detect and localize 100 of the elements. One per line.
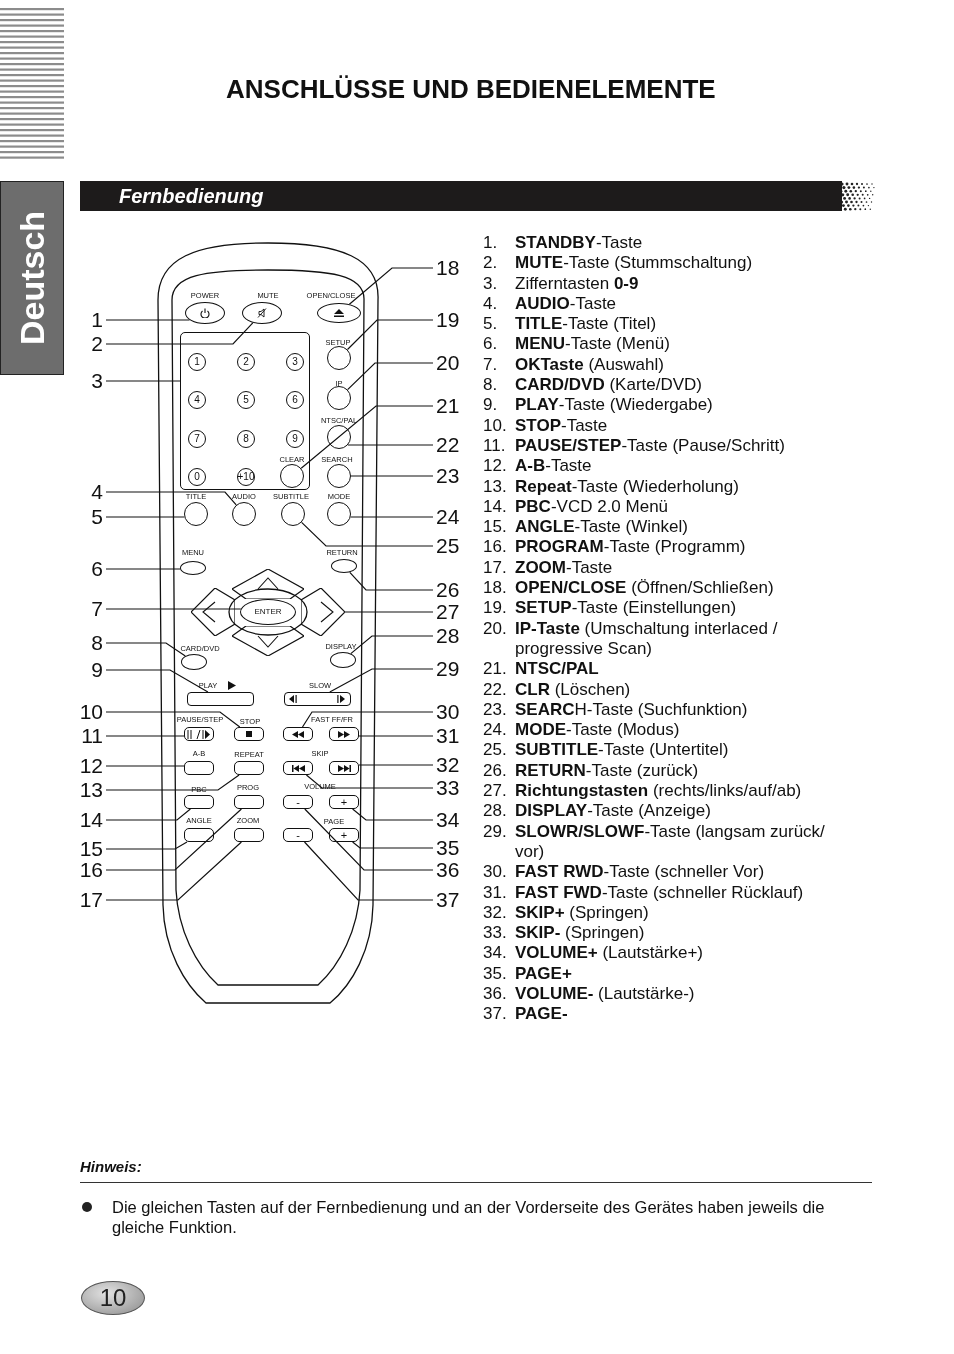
- list-item: CARD/DVD (Karte/DVD): [515, 375, 704, 396]
- callout-number: 26: [436, 579, 460, 601]
- leader-line: [305, 774, 434, 789]
- leader-line: [352, 841, 434, 849]
- remote-button: -: [283, 828, 313, 842]
- remote-button: +: [329, 828, 359, 842]
- list-number: 26.: [483, 760, 508, 781]
- remote-button: [283, 692, 351, 706]
- list-number: 24.: [483, 720, 508, 741]
- callout-number: 27: [436, 601, 460, 623]
- list-item: VOLUME+ (Lautstärke+): [515, 943, 704, 964]
- callout-number: 23: [436, 465, 460, 487]
- language-tab: [0, 181, 64, 375]
- list-number: 1.: [483, 233, 499, 254]
- leader-line: [105, 319, 191, 321]
- list-item: MENU-Taste (Menü): [515, 334, 671, 355]
- callout-number: 19: [436, 309, 460, 331]
- list-item: SLOWR/SLOWF-Taste (langsam zurück/ vor): [515, 821, 826, 863]
- list-item: SEARCH-Taste (Suchfunktion): [515, 699, 749, 721]
- remote-button: [234, 727, 264, 741]
- list-item: MODE-Taste (Modus): [515, 720, 681, 741]
- remote-button: [184, 761, 214, 775]
- list-item: PAUSE/STEP-Taste (Pause/Schritt): [515, 435, 786, 457]
- keypad-panel: [180, 332, 310, 490]
- list-number: 3.: [483, 273, 499, 294]
- leader-line: [358, 764, 434, 766]
- list-item: FAST RWD-Taste (schneller Vor): [515, 862, 766, 883]
- leader-line: [105, 765, 185, 767]
- list-item: OKTaste (Auswahl): [515, 354, 665, 376]
- remote-button: [184, 795, 214, 809]
- list-item: CLR (Löschen): [515, 679, 632, 700]
- list-item: STANDBY-Taste: [515, 233, 644, 254]
- list-number: 21.: [483, 659, 508, 680]
- list-item: PAGE+: [515, 963, 573, 984]
- leader-line: [348, 267, 434, 305]
- list-item: NTSC/PAL: [515, 659, 600, 680]
- list-number: 11.: [483, 435, 507, 457]
- list-number: 20.: [483, 618, 508, 640]
- leader-line: [303, 841, 434, 901]
- arrow-key: [232, 569, 304, 599]
- leader-line: [105, 774, 240, 791]
- leader-line: [105, 808, 242, 871]
- tab-label: Deutsch: [12, 210, 52, 346]
- callout-number: 24: [436, 506, 460, 528]
- list-number: 23.: [483, 699, 508, 721]
- callout-number: 11: [81, 725, 103, 747]
- callout-number: 7: [91, 598, 103, 620]
- remote-button: +: [329, 795, 359, 809]
- remote-button: [283, 761, 313, 775]
- remote-button: [329, 727, 359, 741]
- list-number: 7.: [483, 354, 499, 376]
- leader-line: [105, 322, 254, 345]
- leader-line: [105, 711, 241, 728]
- callout-number: 12: [79, 755, 103, 777]
- callout-number: 34: [436, 809, 460, 831]
- leader-line: [105, 516, 185, 518]
- callout-number: 32: [436, 754, 460, 776]
- callout-number: 10: [79, 701, 103, 723]
- callout-number: 22: [436, 434, 460, 456]
- leader-line: [105, 841, 242, 901]
- list-number: 22.: [483, 679, 508, 700]
- list-number: 37.: [483, 1004, 508, 1025]
- leader-line: [352, 808, 434, 821]
- leader-line: [301, 521, 434, 547]
- leader-line: [105, 380, 181, 382]
- callout-number: 20: [436, 352, 460, 374]
- list-item: SUBTITLE-Taste (Untertitel): [515, 740, 730, 761]
- list-number: 35.: [483, 963, 508, 984]
- arrow-key: [191, 588, 235, 636]
- list-number: 25.: [483, 740, 508, 761]
- note-heading: Hinweis:: [80, 1158, 142, 1175]
- list-number: 5.: [483, 314, 499, 335]
- list-number: 13.: [483, 476, 508, 497]
- list-number: 12.: [483, 456, 508, 477]
- callout-number: 31: [436, 725, 460, 747]
- leader-line: [105, 568, 181, 570]
- arrow-key: [232, 626, 304, 656]
- remote-button: [329, 761, 359, 775]
- list-number: 33.: [483, 923, 508, 944]
- list-item: Richtungstasten (rechts/links/auf/ab): [515, 781, 803, 802]
- list-item: AUDIO-Taste: [515, 293, 618, 315]
- callout-number: 6: [91, 558, 103, 580]
- list-item: SKIP- (Springen): [515, 923, 646, 944]
- callout-number: 18: [436, 257, 460, 279]
- callout-number: 14: [79, 809, 103, 831]
- callout-number: 33: [436, 777, 460, 799]
- leader-line: [304, 808, 434, 871]
- list-number: 8.: [483, 375, 499, 396]
- leader-line: [329, 668, 434, 693]
- list-item: PAGE-: [515, 1004, 569, 1025]
- callout-number: 35: [436, 837, 460, 859]
- callout-number: 36: [436, 859, 460, 881]
- list-number: 19.: [483, 598, 508, 619]
- list-item: SETUP-Taste (Einstellungen): [515, 598, 738, 619]
- list-item: DISPLAY-Taste (Anzeige): [515, 801, 712, 822]
- list-number: 32.: [483, 902, 508, 924]
- list-number: 2.: [483, 253, 499, 274]
- leader-line: [105, 735, 185, 737]
- list-item: SKIP+ (Springen): [515, 902, 650, 924]
- callout-number: 17: [79, 889, 103, 911]
